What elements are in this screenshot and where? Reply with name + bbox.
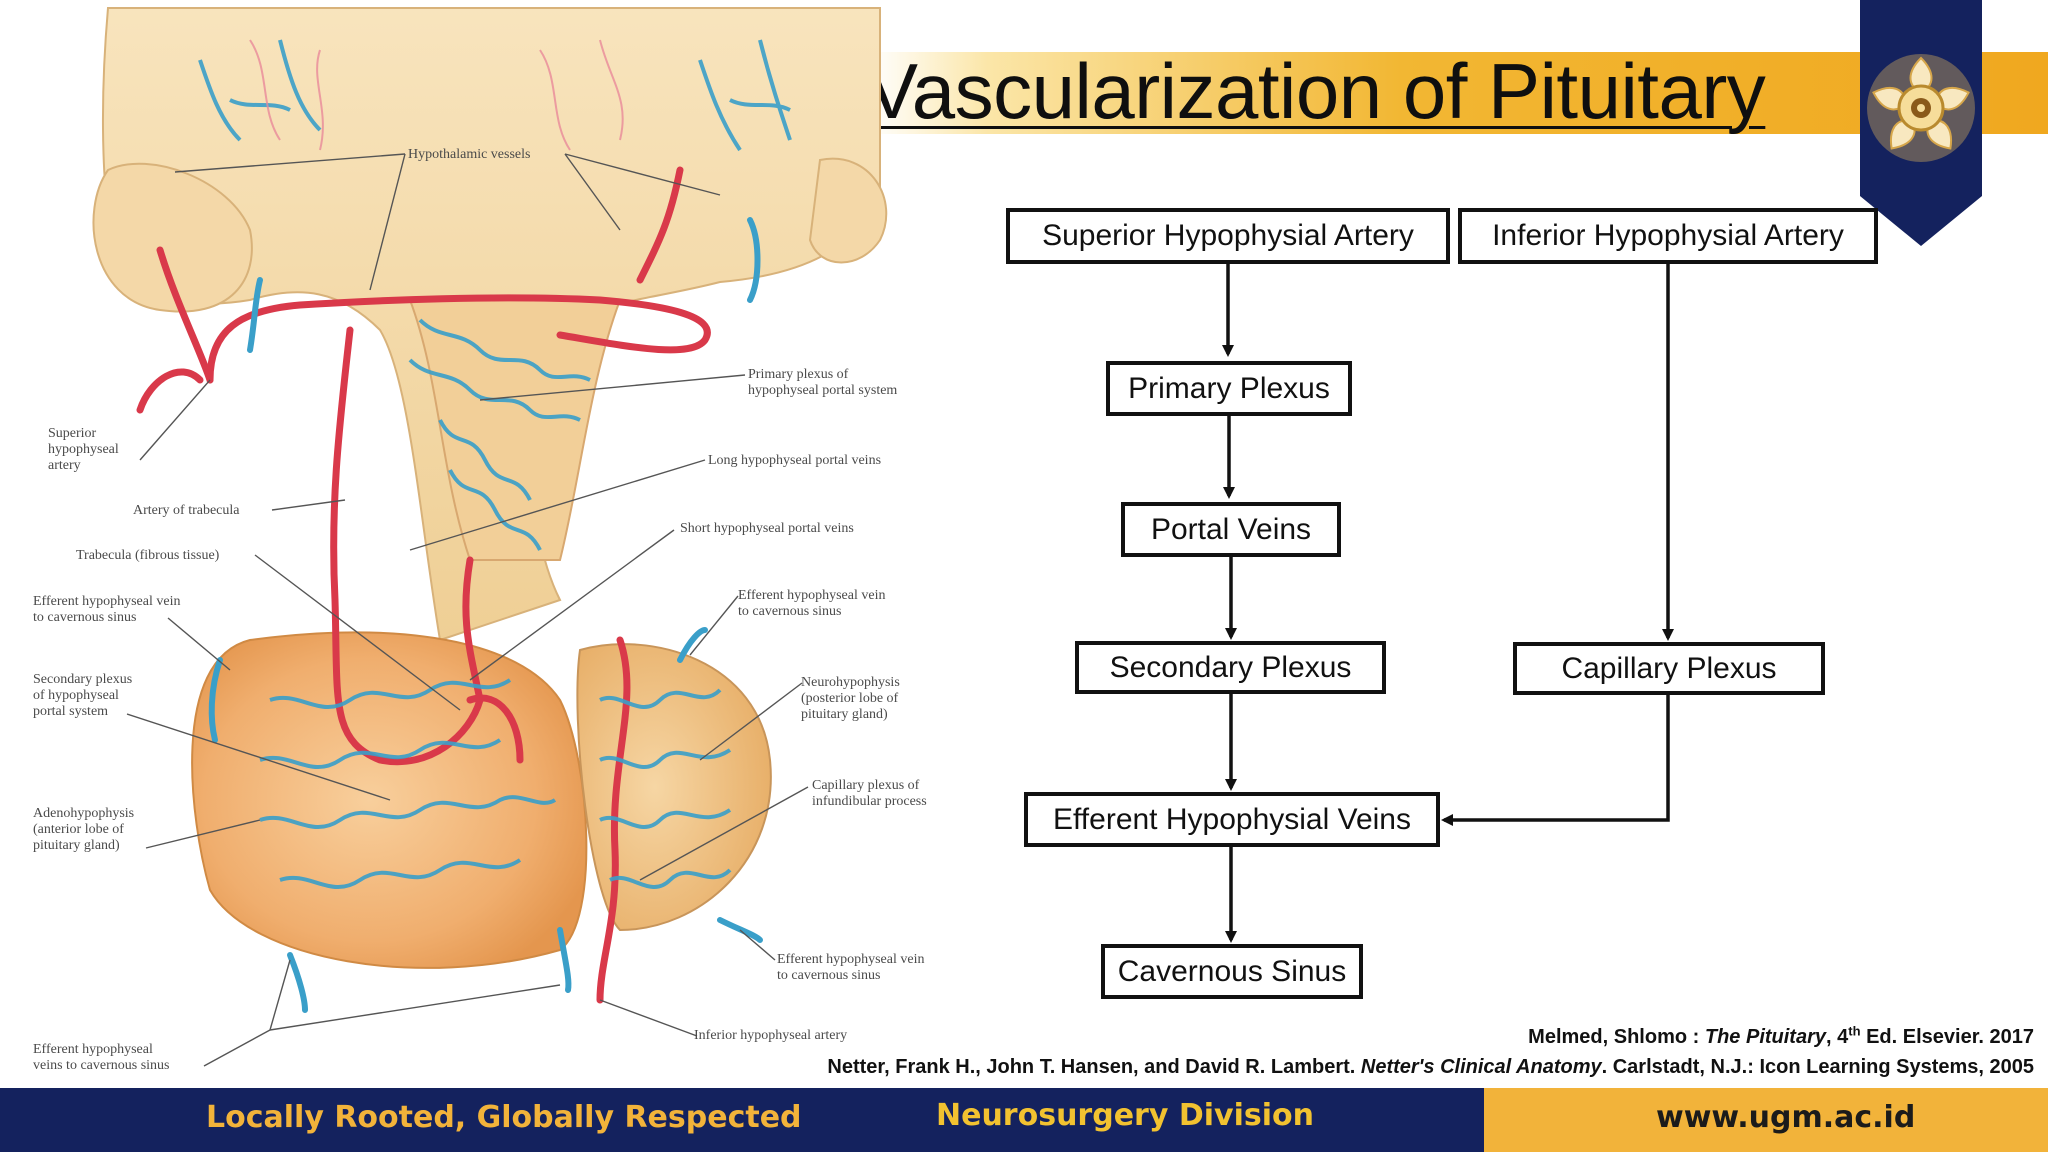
- label-primary-plexus: Primary plexus of hypophyseal portal sys…: [748, 367, 898, 398]
- node-primary-plexus: Primary Plexus: [1106, 361, 1352, 416]
- label-artery-of-trabecula: Artery of trabecula: [133, 503, 240, 518]
- label-efferent-veins-bottom: Efferent hypophyseal veins to cavernous …: [33, 1042, 170, 1073]
- ref2-author: Netter, Frank H., John T. Hansen, and Da…: [827, 1056, 1361, 1078]
- label-capillary-plexus: Capillary plexus of infundibular process: [812, 778, 927, 809]
- neurohypophysis: [576, 643, 772, 932]
- label-short-portal-veins: Short hypophyseal portal veins: [680, 521, 854, 536]
- footer-tagline: Locally Rooted, Globally Respected: [206, 1100, 802, 1135]
- arteries: [136, 166, 711, 1004]
- label-long-portal-veins: Long hypophyseal portal veins: [708, 453, 882, 468]
- node-efferent-hypophysial-veins: Efferent Hypophysial Veins: [1024, 792, 1440, 847]
- label-inferior-artery: Inferior hypophyseal artery: [694, 1028, 848, 1043]
- leader-lines: [126, 153, 809, 1067]
- infundibular-stalk: [408, 299, 622, 561]
- label-efferent-vein-right-bottom: Efferent hypophyseal vein to cavernous s…: [777, 952, 925, 983]
- title-gold-band: [870, 52, 2048, 134]
- node-superior-hypophysial-artery: Superior Hypophysial Artery: [1006, 208, 1450, 264]
- ref1-edition: , 4: [1826, 1026, 1849, 1048]
- right-lobe-bulge: [808, 157, 888, 264]
- footer-navy-section: Locally Rooted, Globally Respected Neuro…: [0, 1088, 1484, 1152]
- ref1-author: Melmed, Shlomo :: [1528, 1026, 1705, 1048]
- left-lobe-bulge: [92, 162, 253, 313]
- ugm-logo-ribbon: [1860, 0, 1982, 246]
- footer-gold-section: www.ugm.ac.id: [1484, 1088, 2048, 1152]
- label-neurohypophysis: Neurohypophysis (posterior lobe of pitui…: [801, 675, 900, 722]
- pituitary-vascular-illustration: Hypothalamic vessels Primary plexus of h…: [0, 0, 980, 1085]
- ref2-title: Netter's Clinical Anatomy: [1360, 1056, 1602, 1078]
- page-title: Vascularization of Pituitary: [866, 47, 1766, 135]
- ref1-edition-sup: th: [1848, 1023, 1861, 1039]
- ugm-emblem-icon: [1867, 54, 1975, 162]
- label-superior-artery: Superior hypophyseal artery: [48, 426, 119, 473]
- label-adenohypophysis: Adenohypophysis (anterior lobe of pituit…: [33, 806, 135, 853]
- hypothalamic-vessels: [249, 39, 624, 151]
- node-inferior-hypophysial-artery: Inferior Hypophysial Artery: [1458, 208, 1878, 264]
- ref2-rest: . Carlstadt, N.J.: Icon Learning Systems…: [1601, 1056, 2034, 1078]
- illustration-drawing: [92, 7, 888, 1067]
- ref1-rest: Ed. Elsevier. 2017: [1860, 1026, 2034, 1048]
- label-efferent-vein-left: Efferent hypophyseal vein to cavernous s…: [33, 594, 181, 625]
- node-secondary-plexus: Secondary Plexus: [1075, 641, 1386, 694]
- label-hypothalamic-vessels: Hypothalamic vessels: [408, 147, 531, 162]
- label-trabecula: Trabecula (fibrous tissue): [76, 548, 220, 563]
- capillary-network: [198, 39, 792, 890]
- node-portal-veins: Portal Veins: [1121, 502, 1341, 557]
- footer-url-link[interactable]: www.ugm.ac.id: [1656, 1100, 1916, 1135]
- reference-2: Netter, Frank H., John T. Hansen, and Da…: [827, 1056, 2034, 1079]
- node-cavernous-sinus: Cavernous Sinus: [1101, 944, 1363, 999]
- ref1-title: The Pituitary: [1704, 1026, 1826, 1048]
- node-capillary-plexus: Capillary Plexus: [1513, 642, 1825, 695]
- footer-bar: Locally Rooted, Globally Respected Neuro…: [0, 1088, 2048, 1152]
- reference-1: Melmed, Shlomo : The Pituitary, 4th Ed. …: [1528, 1023, 2034, 1049]
- arrow-capillary-to-efferent: [1441, 694, 1670, 826]
- label-efferent-vein-right-top: Efferent hypophyseal vein to cavernous s…: [738, 588, 886, 619]
- veins: [208, 217, 763, 1013]
- label-secondary-plexus: Secondary plexus of hypophyseal portal s…: [33, 672, 133, 719]
- footer-division: Neurosurgery Division: [936, 1098, 1314, 1133]
